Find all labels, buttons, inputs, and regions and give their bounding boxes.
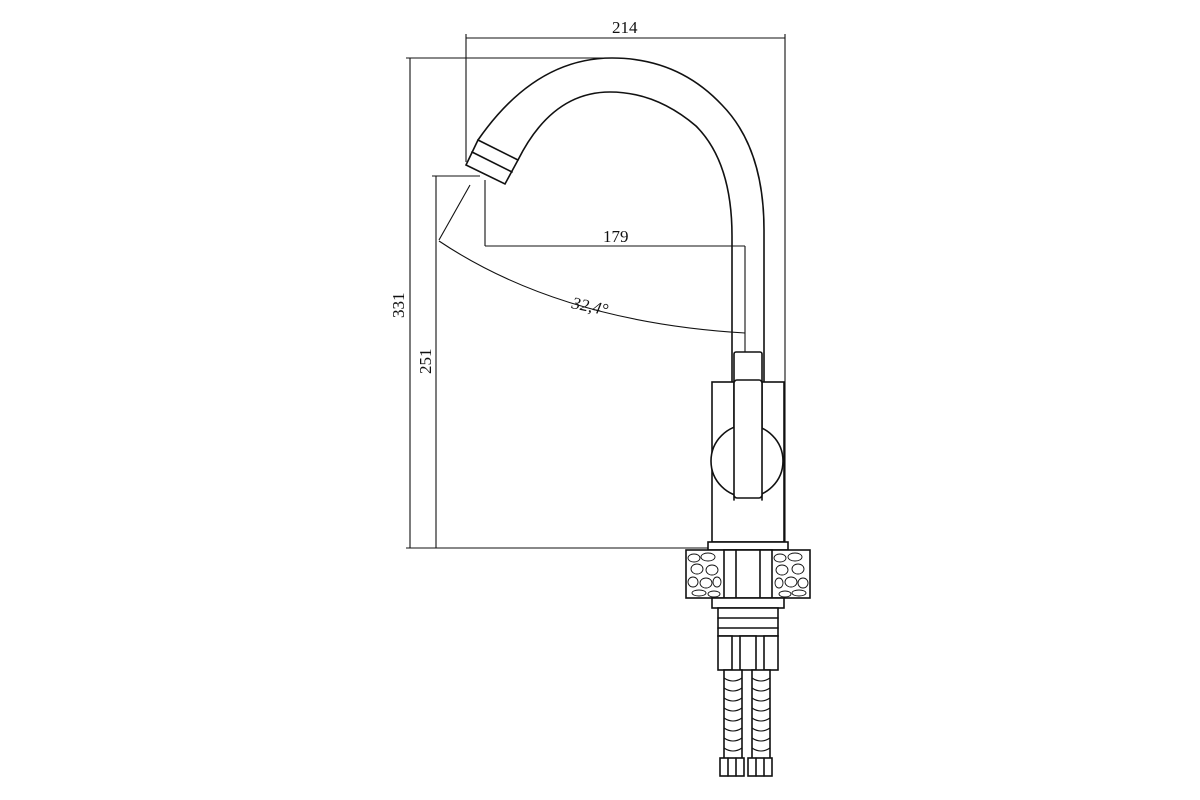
- dimension-swivel-angle: 32,4°: [438, 184, 746, 353]
- spout-outer-curve: [477, 57, 765, 383]
- dimension-spout-reach: 179: [484, 180, 745, 247]
- spout-inner-curve: [517, 91, 733, 383]
- countertop-section: [685, 549, 811, 599]
- fixing-nut: [717, 607, 779, 637]
- reach-179-label: 179: [603, 227, 629, 246]
- height-331-label: 331: [389, 293, 408, 319]
- hose-right: [747, 669, 773, 777]
- faucet-body: [464, 57, 789, 551]
- dimension-overall-width: 214: [465, 18, 786, 548]
- height-251-label: 251: [416, 349, 435, 375]
- base-ring: [707, 541, 789, 551]
- angle-label: 32,4°: [569, 293, 610, 319]
- width-214-label: 214: [612, 18, 638, 37]
- stone-hatch-right: [773, 552, 809, 598]
- hose-left-fitting: [719, 757, 745, 777]
- handle-lever: [733, 379, 763, 499]
- stone-hatch-left: [687, 552, 722, 598]
- hose-left: [719, 669, 745, 777]
- lock-washer: [711, 597, 785, 609]
- dimension-spout-height: 251: [416, 175, 480, 548]
- mounting-shank: [723, 549, 773, 599]
- dimension-overall-height: 331: [389, 57, 712, 549]
- flexible-hoses: [719, 669, 773, 777]
- hose-right-fitting: [747, 757, 773, 777]
- mounting-hardware: [711, 597, 785, 671]
